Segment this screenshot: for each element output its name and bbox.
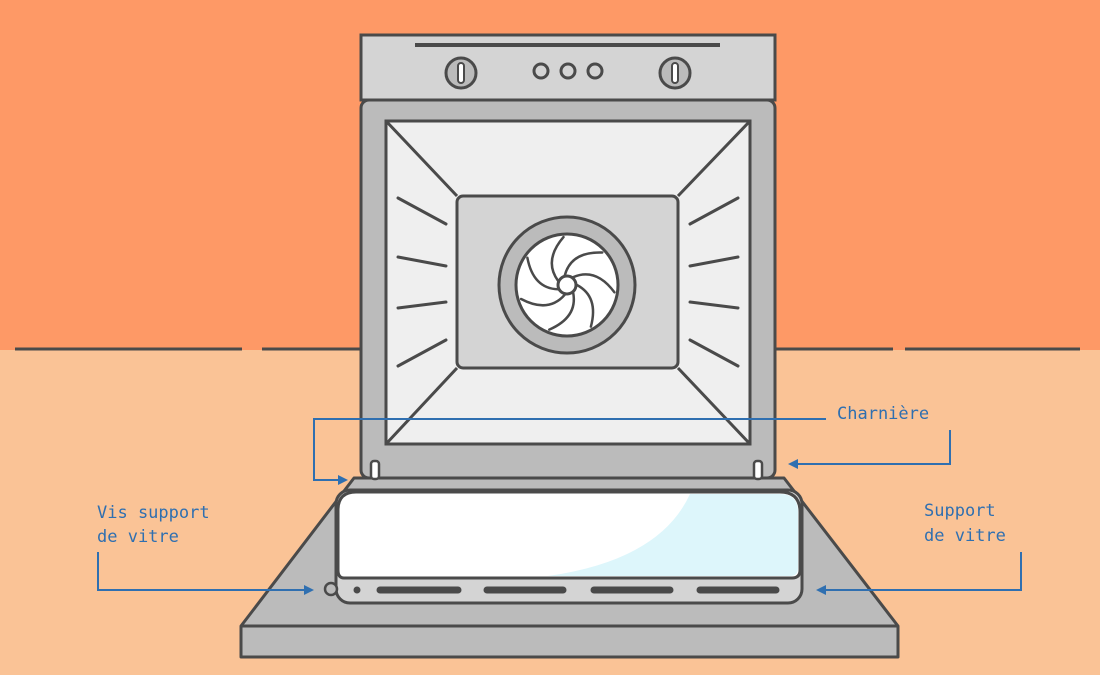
glass-support-label-line1: Support <box>924 501 996 521</box>
hinge-label: Charnière <box>837 404 929 424</box>
glass-support-arrow <box>816 552 1022 595</box>
fan-icon <box>497 215 637 355</box>
left-hinge-icon <box>369 459 381 481</box>
right-shelf-rails <box>688 196 740 368</box>
fan-blade <box>519 293 567 307</box>
glass-screw-arrow <box>97 552 314 595</box>
indicator-lights <box>532 62 604 80</box>
glass-screw-label-line2: de vitre <box>97 527 179 547</box>
annotation-arrows <box>97 418 1022 595</box>
glass-screw-icon <box>353 586 361 594</box>
control-panel <box>359 33 777 102</box>
fan-blade <box>571 273 616 294</box>
left-knob-icon <box>444 56 478 90</box>
oven-door <box>239 476 900 659</box>
glass-support-knob-icon <box>323 581 339 597</box>
hinge-arrow-right <box>788 430 951 469</box>
fan-blade <box>550 235 565 282</box>
glass-support-label-line2: de vitre <box>924 526 1006 546</box>
fan-blade <box>548 291 576 331</box>
fan-blade <box>575 283 595 328</box>
hinge-arrow-left <box>313 418 826 485</box>
oven-body <box>359 98 777 480</box>
fan-blade <box>526 256 560 291</box>
glass-reflection <box>548 494 798 576</box>
right-hinge-icon <box>752 459 764 481</box>
fan-blade <box>563 251 604 277</box>
right-knob-icon <box>658 56 692 90</box>
glass-screw-label-line1: Vis support <box>97 503 210 523</box>
left-shelf-rails <box>396 196 448 368</box>
cavity-edges <box>384 119 752 446</box>
